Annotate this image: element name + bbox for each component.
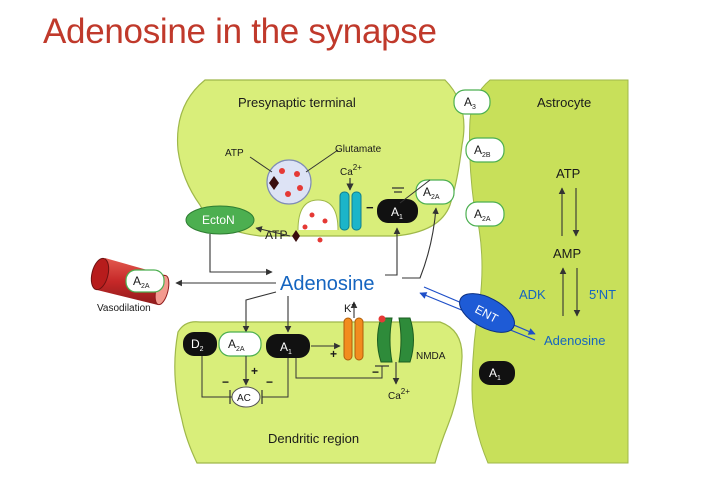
k-label: K+ xyxy=(344,300,356,315)
adenosine-center-label: Adenosine xyxy=(280,273,375,295)
receptor-a2a-post: A2A xyxy=(218,331,262,357)
astro-atp-label: ATP xyxy=(556,166,580,181)
receptor-d2: D2 xyxy=(183,332,217,356)
adenosine-to-a2a-post-arrow xyxy=(242,291,277,333)
atp-pointer xyxy=(249,156,273,173)
svg-text:A2A: A2A xyxy=(423,185,440,201)
a1-to-nmda-inhibit-line xyxy=(295,358,383,379)
svg-text:A2B: A2B xyxy=(474,143,491,159)
presynaptic-terminal xyxy=(176,79,465,237)
released-dot xyxy=(302,224,308,230)
ecton-enzyme: EctoN xyxy=(185,205,255,235)
atp-vesicle-label: ATP xyxy=(225,148,244,159)
minus-ac-right: − xyxy=(266,375,273,389)
vesicle-dot xyxy=(279,168,285,174)
plus-k: + xyxy=(330,347,337,361)
atp-diamond xyxy=(269,176,279,190)
calcium-channel xyxy=(339,191,362,231)
glutamate-label: Glutamate xyxy=(335,144,382,155)
vesicle-dot xyxy=(285,191,291,197)
inhibition-mark xyxy=(392,187,404,193)
dendritic-label: Dendritic region xyxy=(268,431,359,446)
synaptic-vesicle xyxy=(266,159,312,205)
released-dot xyxy=(322,218,328,224)
adenosine-to-a2a-pre-arrow xyxy=(402,207,439,279)
receptor-a2b: A2B xyxy=(465,137,505,163)
glutamate-dot xyxy=(378,315,386,323)
receptor-a1-astro: A1 xyxy=(479,361,515,385)
ecton-to-adenosine-arrow xyxy=(209,234,273,276)
five-nt-label: 5'NT xyxy=(589,287,616,302)
released-dot xyxy=(309,212,315,218)
potassium-channel xyxy=(343,317,364,361)
receptor-a2a-astro: A2A xyxy=(465,201,505,227)
svg-text:A2A: A2A xyxy=(133,274,150,290)
atp-release-diamond xyxy=(292,230,300,242)
vesicle-dot xyxy=(297,185,303,191)
receptor-a1-post: A1 xyxy=(266,334,310,358)
minus-sign: − xyxy=(366,200,374,215)
astrocyte-label: Astrocyte xyxy=(537,95,591,110)
svg-text:A1: A1 xyxy=(391,205,403,221)
svg-text:A3: A3 xyxy=(464,95,476,111)
svg-text:A2A: A2A xyxy=(228,337,245,353)
adk-label: ADK xyxy=(519,287,546,302)
plus-ac: + xyxy=(251,364,258,378)
ent-transporter: ENT xyxy=(459,293,515,333)
glutamate-pointer xyxy=(305,149,339,173)
ca-channel-label: Ca2+ xyxy=(340,163,362,178)
released-dot xyxy=(317,237,323,243)
minus-ac-left: − xyxy=(222,375,229,389)
astro-adenosine-label: Adenosine xyxy=(544,333,605,348)
presynaptic-label: Presynaptic terminal xyxy=(238,95,356,110)
svg-text:A2A: A2A xyxy=(474,207,491,223)
ac-label: AC xyxy=(237,393,251,404)
ca-post-label: Ca2+ xyxy=(388,387,410,402)
receptor-a1-pre: A1 xyxy=(377,199,418,223)
astro-amp-label: AMP xyxy=(553,246,581,261)
svg-text:D2: D2 xyxy=(191,337,204,353)
receptor-a2a-vessel: A2A xyxy=(125,269,165,293)
d2-to-ac-line xyxy=(201,356,232,398)
ecton-label: EctoN xyxy=(202,213,235,227)
svg-text:A1: A1 xyxy=(489,366,501,382)
slide-title: Adenosine in the synapse xyxy=(43,12,437,51)
receptor-a2a-pre: A2A xyxy=(415,179,455,205)
nmda-label: NMDA xyxy=(416,351,446,362)
svg-text:A1: A1 xyxy=(280,340,292,356)
adenylyl-cyclase: AC xyxy=(231,386,261,408)
a1-to-ac-line xyxy=(262,358,289,398)
minus-nmda: − xyxy=(372,365,379,379)
vasodilation-label: Vasodilation xyxy=(97,303,151,314)
exocytosis-site xyxy=(297,199,339,243)
adenosine-to-a1-pre-arrow xyxy=(385,227,401,276)
nmda-receptor xyxy=(377,315,414,363)
a2a-pre-arrow xyxy=(399,179,431,204)
receptor-a3: A3 xyxy=(453,89,491,115)
ecton-arrow xyxy=(255,226,291,237)
vesicle-dot xyxy=(294,171,300,177)
